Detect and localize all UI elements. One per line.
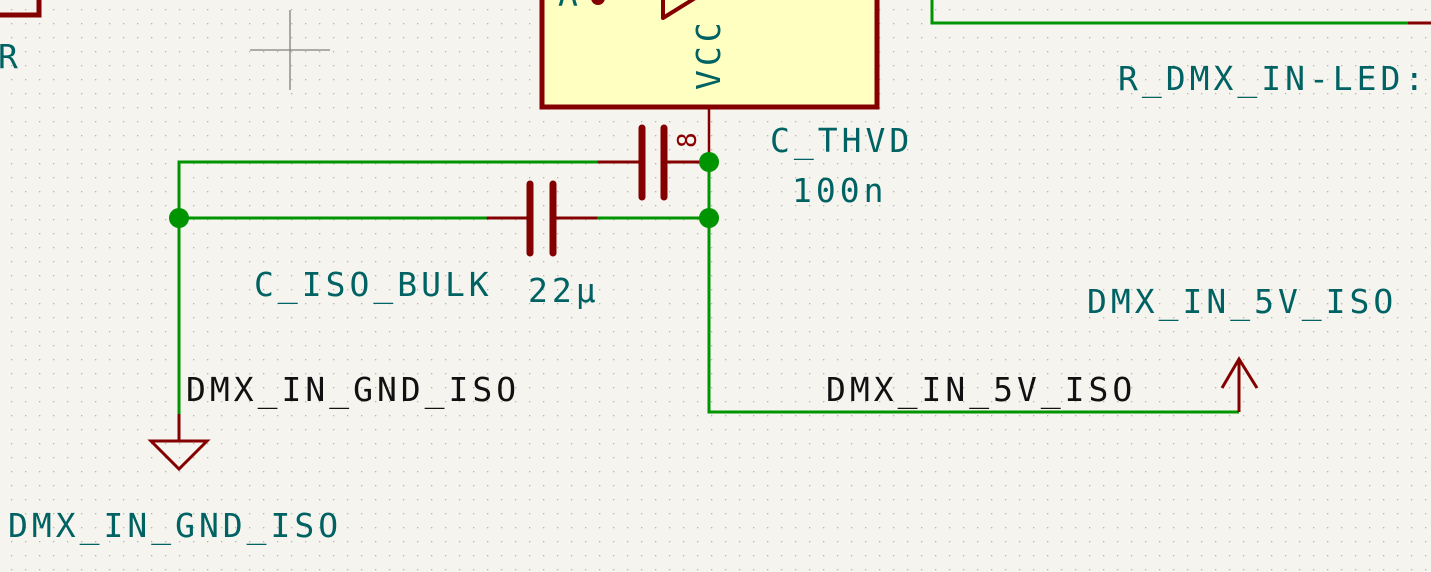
resistor-right-reference: R_DMX_IN-LED: [1118, 59, 1429, 98]
ic-body[interactable] [539, 0, 880, 110]
junction-dot [699, 208, 719, 228]
junction-dot [169, 208, 189, 228]
cursor-crosshair-icon [250, 10, 330, 90]
power-symbol-5v-value: DMX_IN_5V_ISO [1087, 282, 1398, 321]
ground-symbol-icon[interactable] [147, 414, 211, 472]
resistor-left-body[interactable] [0, 0, 42, 18]
c-iso-bulk-value: 22µ [528, 271, 600, 310]
c-iso-bulk-reference: C_ISO_BULK [254, 265, 493, 304]
resistor-left-reference: R [0, 37, 22, 76]
wire-cthvd-left[interactable] [177, 160, 599, 414]
wire-5v-rail[interactable] [707, 162, 1239, 414]
junction-dot [699, 152, 719, 172]
net-label-5v-iso[interactable]: DMX_IN_5V_ISO [826, 370, 1137, 409]
capacitor-c-iso-bulk[interactable] [486, 180, 598, 257]
net-label-gnd-iso[interactable]: DMX_IN_GND_ISO [186, 370, 521, 409]
buffer-triangle-icon [661, 0, 696, 20]
pin-a-inversion-dot [591, 0, 605, 5]
ic-pin-a-label: A [558, 0, 582, 11]
ic-pin-vcc-label: VCC [689, 18, 728, 90]
wire-top-right[interactable] [930, 0, 1408, 25]
power-symbol-gnd-value: DMX_IN_GND_ISO [8, 506, 343, 545]
c-thvd-reference: C_THVD [770, 121, 914, 160]
power-arrow-icon[interactable] [1220, 356, 1259, 412]
c-thvd-value: 100n [792, 171, 888, 210]
ic-vcc-pin-number: 8 [673, 132, 703, 148]
